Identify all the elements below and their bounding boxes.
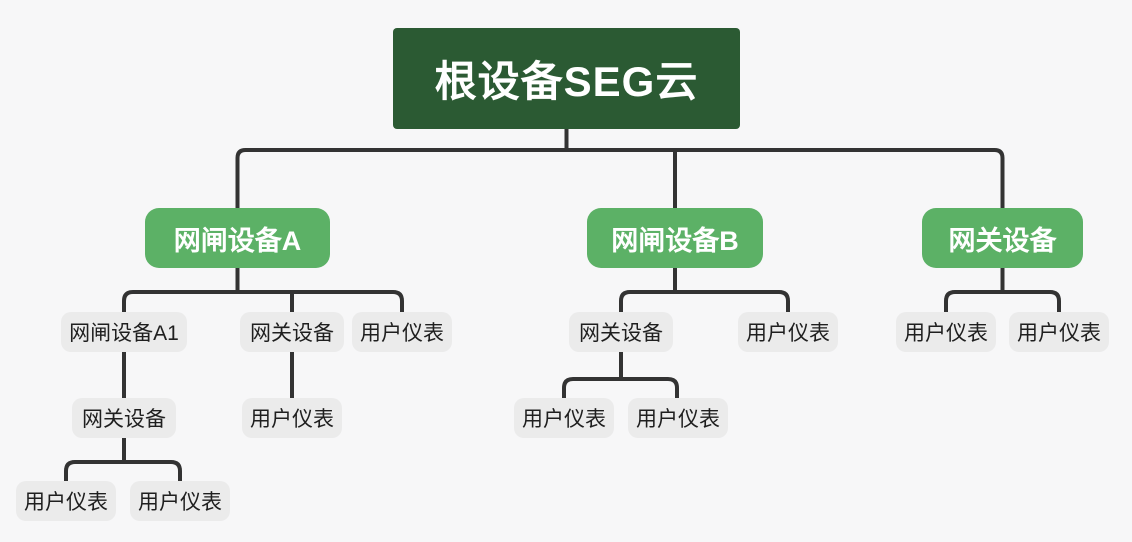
node-gatekeeper-device-b[interactable]: 网闸设备B [587,208,763,268]
connector-gatekeeper-a-to-children [122,266,404,314]
node-gatekeeper-device-a1[interactable]: 网闸设备A1 [61,312,187,352]
connector-b-gateway-to-user-meters [562,352,679,400]
node-user-meter-under-a-gateway[interactable]: 用户仪表 [242,398,342,438]
node-gateway-device-under-b[interactable]: 网关设备 [569,312,673,352]
node-user-meter-under-b-gateway-2[interactable]: 用户仪表 [628,398,728,438]
node-user-meter-under-b[interactable]: 用户仪表 [738,312,838,352]
connector-gateway-to-user-meters [944,266,1061,314]
node-user-meter-under-gateway-2[interactable]: 用户仪表 [1009,312,1109,352]
connector-a1-gateway-to-user-meters [64,437,182,483]
node-gateway-device[interactable]: 网关设备 [922,208,1083,268]
connector-root-to-level2 [235,129,1005,212]
node-gateway-device-under-a1[interactable]: 网关设备 [72,398,176,438]
connector-gatekeeper-b-to-children [619,266,790,314]
node-user-meter-under-b-gateway-1[interactable]: 用户仪表 [514,398,614,438]
node-root-device-seg-cloud[interactable]: 根设备SEG云 [393,28,740,129]
node-user-meter-under-a[interactable]: 用户仪表 [352,312,452,352]
node-user-meter-under-a1-gateway-2[interactable]: 用户仪表 [130,481,230,521]
node-user-meter-under-gateway-1[interactable]: 用户仪表 [896,312,996,352]
node-gateway-device-under-a[interactable]: 网关设备 [240,312,344,352]
node-gatekeeper-device-a[interactable]: 网闸设备A [145,208,330,268]
node-user-meter-under-a1-gateway-1[interactable]: 用户仪表 [16,481,116,521]
